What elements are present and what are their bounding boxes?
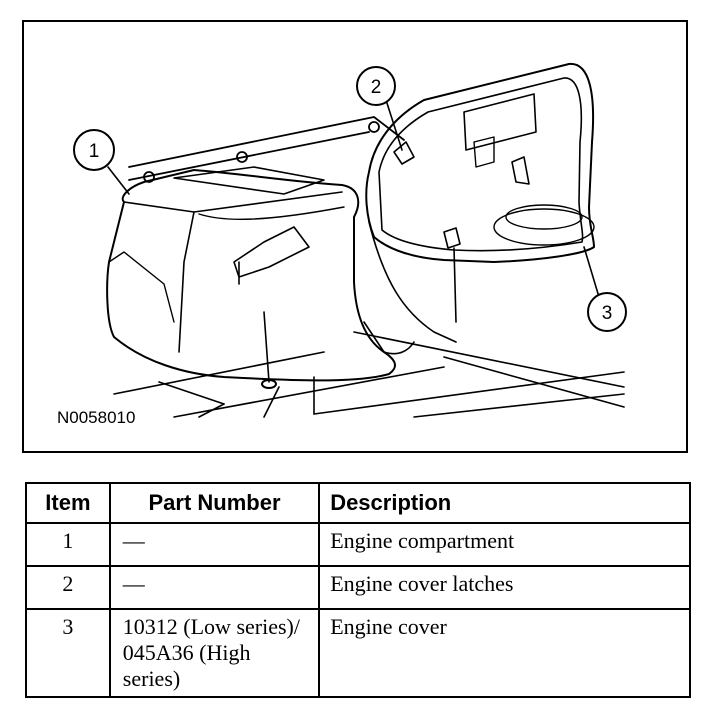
cell-item: 2 — [25, 565, 111, 610]
callout-1-label: 1 — [89, 141, 100, 162]
table-row: 3 10312 (Low series)/ 045A36 (High serie… — [25, 608, 691, 698]
callout-2-label: 2 — [371, 77, 382, 98]
cell-part-number: 10312 (Low series)/ 045A36 (High series) — [108, 608, 321, 698]
figure-code: N0058010 — [57, 408, 136, 427]
header-item: Item — [25, 482, 111, 524]
cell-description: Engine compartment — [318, 522, 691, 567]
diagram-figure: 1 2 3 N0058010 — [22, 20, 688, 453]
floor-lines — [113, 331, 625, 418]
table-row: 2 — Engine cover latches — [25, 565, 691, 610]
callout-leaders — [107, 99, 600, 298]
header-description: Description — [318, 482, 691, 524]
callout-2: 2 — [356, 66, 396, 106]
firewall-strip — [128, 116, 405, 183]
engine-cover — [365, 62, 595, 343]
parts-table: Item Part Number Description 1 — Engine … — [25, 482, 691, 698]
cell-part-number: — — [108, 565, 321, 610]
cell-description: Engine cover — [318, 608, 691, 698]
cell-part-number: — — [108, 522, 321, 567]
cell-description: Engine cover latches — [318, 565, 691, 610]
cell-item: 1 — [25, 522, 111, 567]
engine-cover-illustration: 1 2 3 — [73, 62, 627, 418]
callout-1: 1 — [73, 129, 115, 171]
cell-item: 3 — [25, 608, 111, 698]
callout-3: 3 — [587, 292, 627, 332]
table-row: 1 — Engine compartment — [25, 522, 691, 567]
engine-compartment — [106, 166, 415, 389]
header-part-number: Part Number — [108, 482, 321, 524]
callout-3-label: 3 — [602, 303, 613, 324]
table-header-row: Item Part Number Description — [25, 482, 691, 524]
